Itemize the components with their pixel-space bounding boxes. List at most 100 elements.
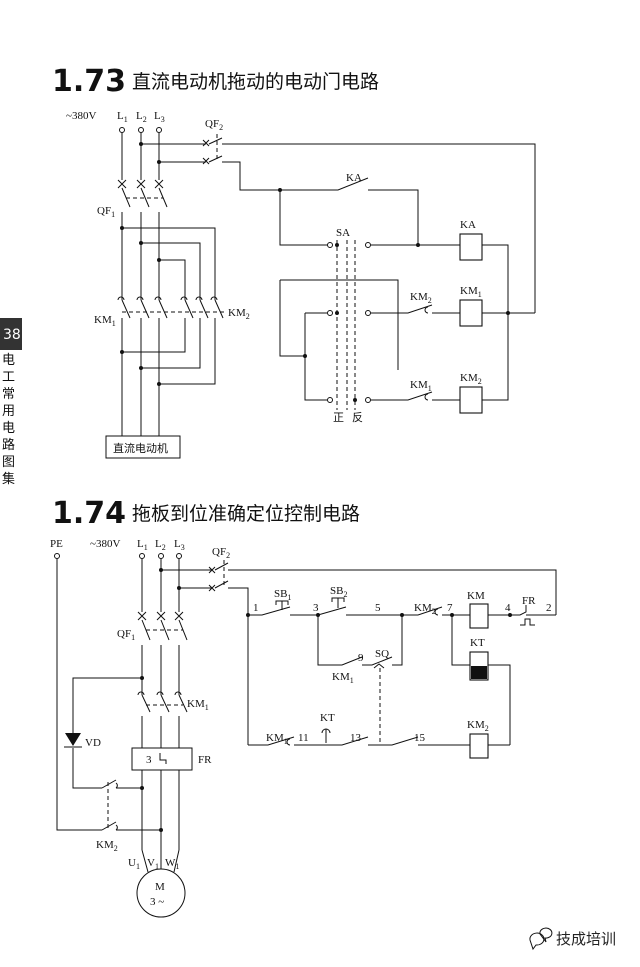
- side-title-char: 常: [2, 387, 15, 402]
- terminal-l1: [119, 127, 125, 133]
- sa-left-bus: [304, 312, 327, 401]
- junction: [139, 142, 143, 146]
- label-ka: KA: [346, 172, 362, 184]
- dc-motor-label: 直流电动机: [113, 441, 168, 455]
- label-kt-contact: KT: [320, 712, 335, 724]
- label-node-15: 15: [414, 732, 426, 744]
- sa-shaft: [336, 240, 356, 410]
- km1-nc-branch: [371, 391, 460, 401]
- junction: [120, 350, 124, 354]
- kt-contact-symbol: [321, 728, 331, 743]
- sa-feed: [279, 190, 330, 246]
- section-174-number: 1.74: [52, 496, 126, 531]
- sa-dot: [335, 311, 339, 315]
- junction: [139, 366, 143, 370]
- supply-lines-174: [141, 559, 180, 612]
- dc-motor-box: [105, 435, 181, 459]
- fr-nc-symbol: [520, 618, 535, 626]
- junction: [157, 382, 161, 386]
- label-fr: FR: [198, 754, 212, 766]
- diode-vd: [65, 733, 81, 746]
- km1-nc-hook-174: [286, 738, 291, 746]
- junction: [246, 613, 250, 617]
- label-node-11: 11: [298, 732, 309, 744]
- label-contact-km1-bot: KM1: [266, 732, 288, 746]
- junction: [157, 160, 161, 164]
- label-node-2: 2: [546, 602, 552, 614]
- label-node-3: 3: [313, 602, 319, 614]
- fr-contact-line: [488, 605, 556, 616]
- main-lines-mid-174: [141, 645, 180, 695]
- label-coil-ka: KA: [460, 219, 476, 231]
- sa-terminal: [365, 310, 371, 316]
- label-sq: SQ: [375, 648, 389, 660]
- km1-main-contacts: [137, 691, 188, 713]
- section-173-number: 1.73: [52, 64, 126, 99]
- side-title-char: 用: [2, 404, 15, 419]
- km2-brake-contacts: [101, 779, 161, 831]
- label-sb2: SB2: [330, 585, 347, 599]
- label-motor-phase: 3 ~: [150, 896, 164, 908]
- label-contact-km2-top: KM2: [414, 602, 436, 616]
- km2-nc-hook-174: [434, 608, 439, 616]
- control-tap-174: [161, 569, 212, 589]
- sa-terminal: [365, 397, 371, 403]
- label-coil-km2-174: KM2: [467, 719, 489, 733]
- page-number-tab: [0, 318, 22, 350]
- diagram-173: ~380V L1 L2 L3 QF2 QF1: [66, 110, 536, 459]
- label-node-4: 4: [505, 602, 511, 614]
- label-contact-km2: KM2: [410, 291, 432, 305]
- label-vd: VD: [85, 737, 101, 749]
- junction: [416, 243, 420, 247]
- terminal-l2: [138, 127, 144, 133]
- fr-symbol: [159, 753, 167, 764]
- supply-lines: [121, 133, 160, 180]
- label-node-5: 5: [375, 602, 381, 614]
- coil-km2: [459, 386, 483, 414]
- section-173-title: 直流电动机拖动的电动门电路: [132, 71, 379, 93]
- km2-nc-branch: [371, 304, 460, 314]
- label-contact-km1: KM1: [410, 379, 432, 393]
- label-l3-174: L3: [174, 538, 185, 552]
- label-w1: W1: [165, 857, 179, 871]
- label-km2-174: KM2: [96, 839, 118, 853]
- self-hold-branch: [317, 615, 403, 666]
- coil-kt-delay: [471, 666, 487, 679]
- label-l1: L1: [117, 110, 128, 124]
- coil-km1: [459, 299, 483, 327]
- diagram-174: PE ~380V L1 L2 L3 QF2 QF1 KM1 3: [50, 538, 557, 918]
- qf1-x-marks-174: [137, 611, 184, 621]
- qf1-x-marks: [117, 179, 164, 189]
- km-contacts: [117, 296, 224, 319]
- qf2-blades-174: [214, 562, 229, 589]
- label-qf1-174: QF1: [117, 628, 135, 642]
- side-title-char: 路: [2, 437, 15, 453]
- label-km1-174: KM1: [187, 698, 209, 712]
- sa-dot: [335, 243, 339, 247]
- watermark-text: 技成培训: [556, 930, 616, 948]
- side-title-char: 电: [2, 421, 15, 436]
- terminal-l2-174: [158, 553, 164, 559]
- label-node-9: 9: [358, 652, 364, 664]
- page-number: 38: [3, 327, 21, 343]
- side-title-char: 工: [2, 370, 15, 385]
- junction: [139, 241, 143, 245]
- junction: [140, 786, 144, 790]
- label-forward: 正: [333, 412, 344, 424]
- junction: [120, 226, 124, 230]
- coil-km-174: [469, 603, 489, 629]
- control-rung-1: [248, 606, 470, 616]
- reversing-wiring: [122, 227, 216, 300]
- label-pe: PE: [50, 538, 63, 550]
- qf2-outputs-174: [228, 569, 557, 745]
- kt-branch: [451, 615, 470, 666]
- fr-box: [131, 747, 193, 771]
- kt-return: [488, 664, 511, 745]
- junction: [159, 828, 163, 832]
- label-voltage-174: ~380V: [90, 538, 120, 550]
- label-node-7: 7: [447, 602, 453, 614]
- label-l1-174: L1: [137, 538, 148, 552]
- label-node-1: 1: [253, 602, 259, 614]
- section-174-title: 拖板到位准确定位控制电路: [132, 503, 360, 525]
- control-tap: [141, 143, 206, 163]
